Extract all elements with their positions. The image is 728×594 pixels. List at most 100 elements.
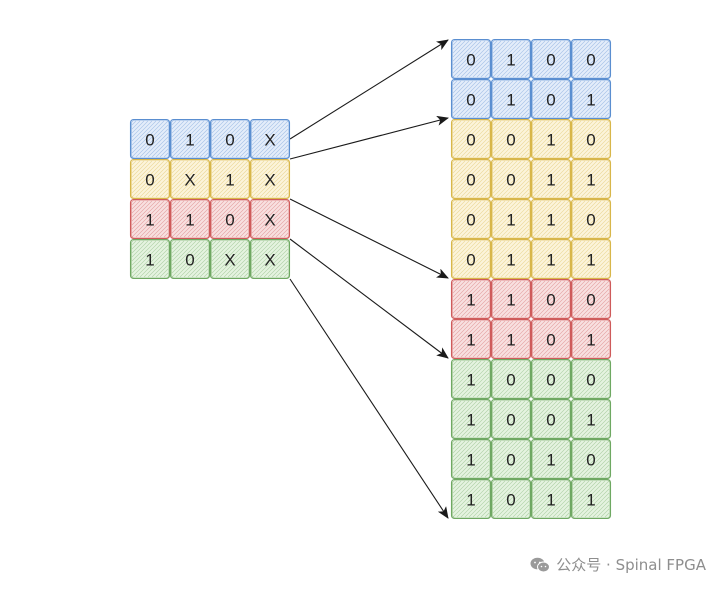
right-cell: 0: [530, 78, 572, 120]
right-cell: 0: [450, 78, 492, 120]
right-cell: 1: [530, 238, 572, 280]
right-cell: 1: [570, 238, 612, 280]
left-cell: 0: [209, 118, 251, 160]
right-cell-value: 0: [546, 91, 555, 110]
left-cell: 0: [209, 198, 251, 240]
right-cell-value: 0: [466, 51, 475, 70]
right-cell: 0: [490, 118, 532, 160]
right-cell-value: 1: [466, 291, 475, 310]
right-cell: 0: [570, 438, 612, 480]
right-cell-value: 1: [506, 331, 515, 350]
right-cell-value: 0: [466, 91, 475, 110]
right-cell: 1: [490, 198, 532, 240]
right-cell: 0: [450, 118, 492, 160]
right-cell-value: 0: [506, 451, 515, 470]
right-cell: 1: [530, 438, 572, 480]
right-cell-value: 1: [546, 491, 555, 510]
right-cell: 0: [530, 358, 572, 400]
arrows: [289, 39, 449, 519]
left-cell-value: 1: [145, 251, 154, 270]
mapping-arrow: [289, 278, 449, 519]
right-cell-value: 1: [546, 131, 555, 150]
left-cell-value: 0: [185, 251, 194, 270]
right-cell: 1: [450, 478, 492, 520]
right-cell-value: 0: [586, 131, 595, 150]
right-cell-value: 0: [546, 331, 555, 350]
left-cell: X: [249, 238, 291, 280]
right-cell: 0: [530, 398, 572, 440]
right-cell-value: 1: [586, 171, 595, 190]
mapping-arrow: [289, 198, 449, 279]
right-cell-value: 1: [466, 371, 475, 390]
right-cell-value: 1: [586, 251, 595, 270]
right-cell-value: 0: [506, 491, 515, 510]
left-cell: 1: [129, 198, 171, 240]
right-cell: 0: [570, 358, 612, 400]
right-cell-value: 1: [506, 91, 515, 110]
right-cell: 1: [570, 78, 612, 120]
left-cell-value: 1: [225, 171, 234, 190]
right-cell: 0: [490, 438, 532, 480]
right-cell: 0: [450, 158, 492, 200]
left-cell: X: [249, 158, 291, 200]
right-cell: 0: [490, 398, 532, 440]
right-cell-value: 0: [546, 411, 555, 430]
left-cell: 0: [169, 238, 211, 280]
right-cell: 1: [570, 158, 612, 200]
right-cell: 1: [530, 198, 572, 240]
left-cell-value: 0: [225, 211, 234, 230]
right-cell-value: 0: [506, 171, 515, 190]
right-cell-value: 1: [466, 451, 475, 470]
left-cell-value: X: [264, 211, 275, 230]
right-cell: 1: [490, 318, 532, 360]
right-cell: 0: [530, 318, 572, 360]
left-cell: 1: [129, 238, 171, 280]
right-cell-value: 0: [586, 291, 595, 310]
left-cell-value: 0: [225, 131, 234, 150]
left-cell: X: [249, 198, 291, 240]
mapping-arrow: [289, 238, 449, 359]
mapping-arrow: [289, 115, 449, 160]
watermark: 公众号 · Spinal FPGA: [530, 554, 706, 575]
left-cell: 0: [129, 118, 171, 160]
right-cell-value: 1: [586, 491, 595, 510]
right-cell-value: 1: [506, 211, 515, 230]
left-cell-value: 1: [145, 211, 154, 230]
right-cell: 1: [530, 158, 572, 200]
left-cell: 1: [169, 198, 211, 240]
right-cell: 1: [450, 318, 492, 360]
right-row: 1 0 1 0: [450, 438, 612, 480]
left-cell-value: X: [184, 171, 195, 190]
right-cell: 0: [530, 278, 572, 320]
left-cell: 0: [129, 158, 171, 200]
right-cell-value: 0: [586, 451, 595, 470]
right-cell-value: 1: [586, 331, 595, 350]
left-cell-value: X: [264, 131, 275, 150]
right-cell-value: 0: [506, 131, 515, 150]
right-cell-value: 1: [506, 291, 515, 310]
right-cell: 1: [450, 438, 492, 480]
left-cell-value: 0: [145, 131, 154, 150]
right-cell-value: 0: [586, 211, 595, 230]
right-cell: 1: [490, 78, 532, 120]
right-cell-value: 1: [466, 331, 475, 350]
right-cell-value: 0: [466, 251, 475, 270]
right-cell-value: 0: [466, 171, 475, 190]
right-cell-value: 0: [586, 371, 595, 390]
right-cell: 1: [570, 398, 612, 440]
right-cell-value: 1: [546, 451, 555, 470]
right-cell: 1: [570, 478, 612, 520]
right-cell: 0: [570, 38, 612, 80]
right-cell: 0: [490, 158, 532, 200]
right-cell: 0: [450, 38, 492, 80]
